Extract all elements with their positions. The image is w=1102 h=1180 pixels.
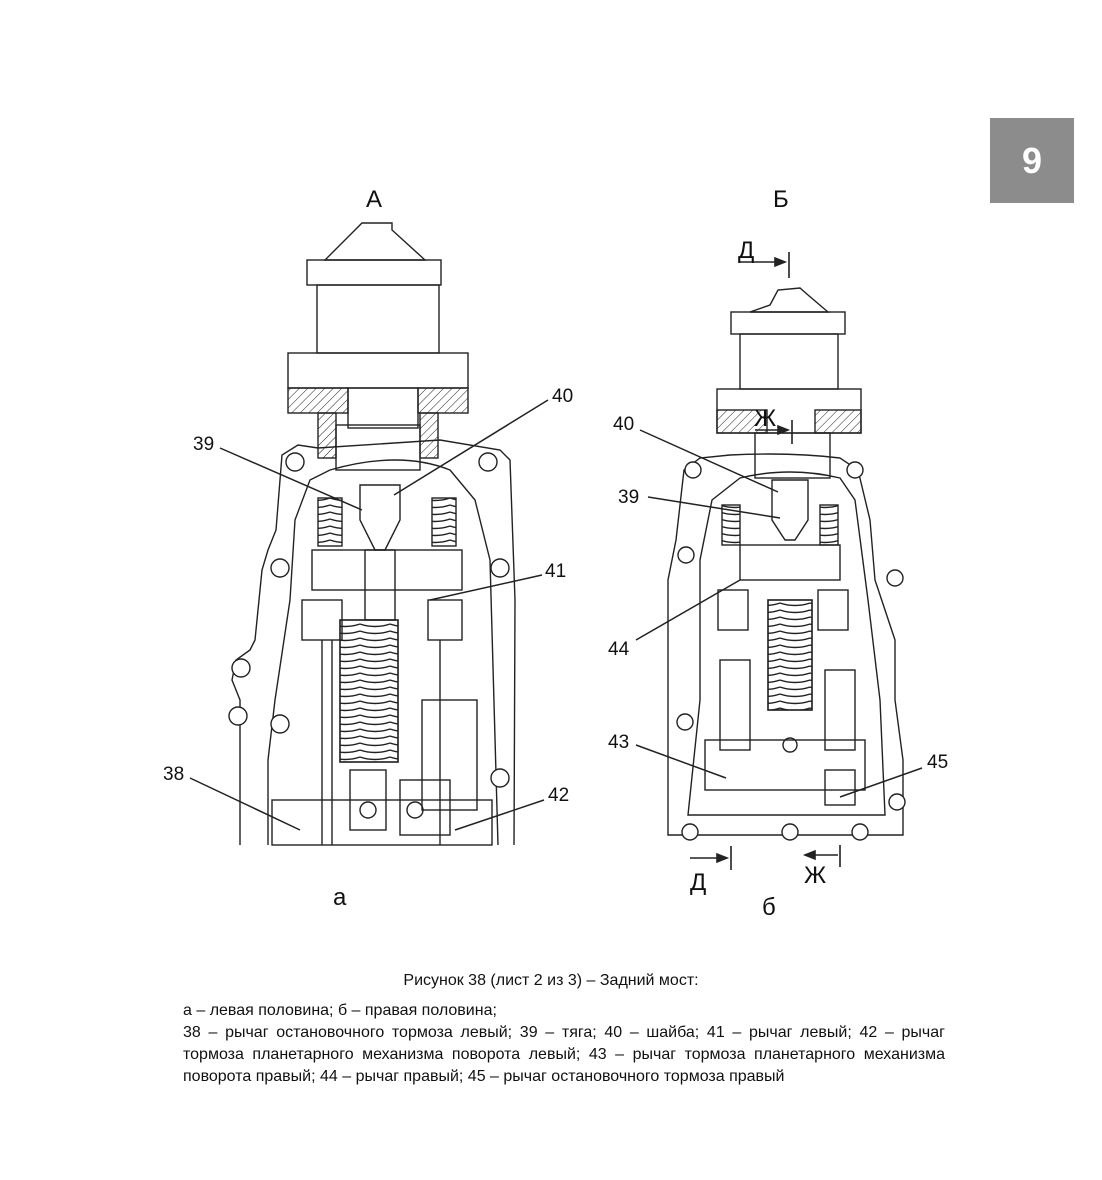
page-number-tab: 9 [990,118,1074,203]
sub-letter-a: а [333,884,347,911]
callout-39-right: 39 [618,487,639,508]
cylinder-housing [739,333,839,390]
inner-housing [267,459,499,846]
inner-housing [687,471,886,816]
section-zh-bottom: Ж [804,862,826,889]
callout-42: 42 [548,785,569,806]
callout-40-right: 40 [613,414,634,435]
cylinder-housing [316,284,440,354]
left-half-view [228,222,516,846]
callout-41: 41 [545,561,566,582]
section-d-bottom: Д [690,869,706,896]
figure-caption-body: а – левая половина; б – правая половина;… [183,1000,945,1088]
figure-caption-title: Рисунок 38 (лист 2 из 3) – Задний мост: [403,972,699,989]
section-d-top: Д [738,237,754,264]
lower-flange [287,352,469,389]
callout-39-left: 39 [193,434,214,455]
caption-line-parts: 38 – рычаг остановочного тормоза левый; … [183,1024,945,1085]
section-zh-top: Ж [754,405,776,432]
leader-lines [189,399,923,831]
right-half-view [667,287,906,841]
section-marks [690,252,841,870]
callout-44: 44 [608,639,630,660]
caption-line-halves: а – левая половина; б – правая половина; [183,1002,497,1019]
upper-flange [730,311,846,335]
shaft-cap [323,222,427,261]
callout-43: 43 [608,732,629,753]
callout-40-left: 40 [552,386,573,407]
callout-38: 38 [163,764,184,785]
outer-housing [667,453,904,836]
callout-45: 45 [927,752,948,773]
sub-letter-b: б [762,894,776,921]
view-letter-a-upper: А [366,186,382,213]
view-letter-b-upper: Б [773,186,789,213]
upper-flange [306,259,442,286]
shaft-cap [749,287,830,313]
